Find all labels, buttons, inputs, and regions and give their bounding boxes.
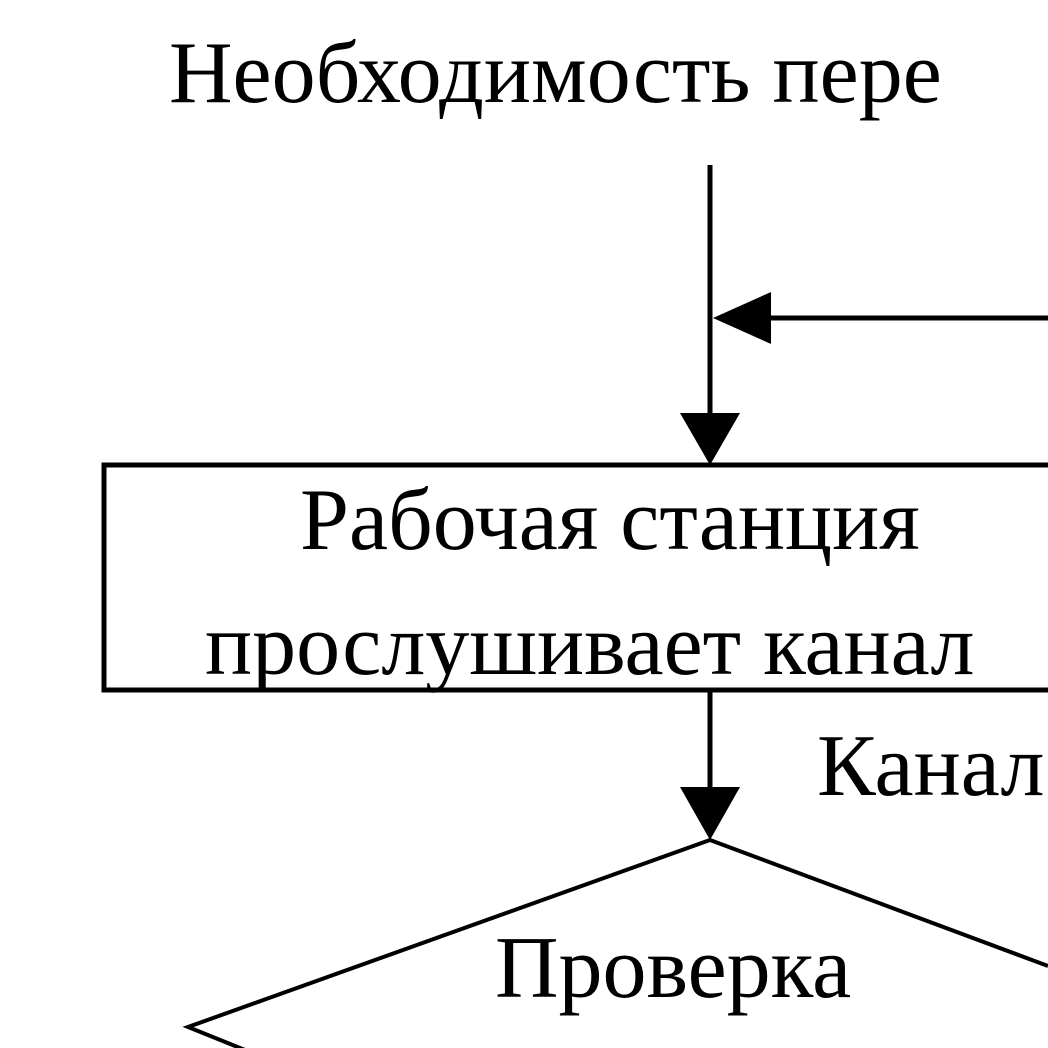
- branch-label: Канал: [817, 718, 1045, 815]
- decision-text: Проверка: [495, 920, 852, 1017]
- arrowhead-left-feedback: [713, 292, 771, 344]
- arrowhead-down-to-decision: [680, 787, 740, 840]
- arrowhead-down-to-process: [680, 413, 740, 465]
- start-condition-text: Необходимость пере: [169, 25, 942, 122]
- process-box-text-line-2: прослушивает канал: [205, 597, 975, 694]
- process-box: [101, 462, 1048, 693]
- decision-diamond: [182, 837, 1048, 1048]
- process-box-text-line-1: Рабочая станция: [300, 472, 920, 569]
